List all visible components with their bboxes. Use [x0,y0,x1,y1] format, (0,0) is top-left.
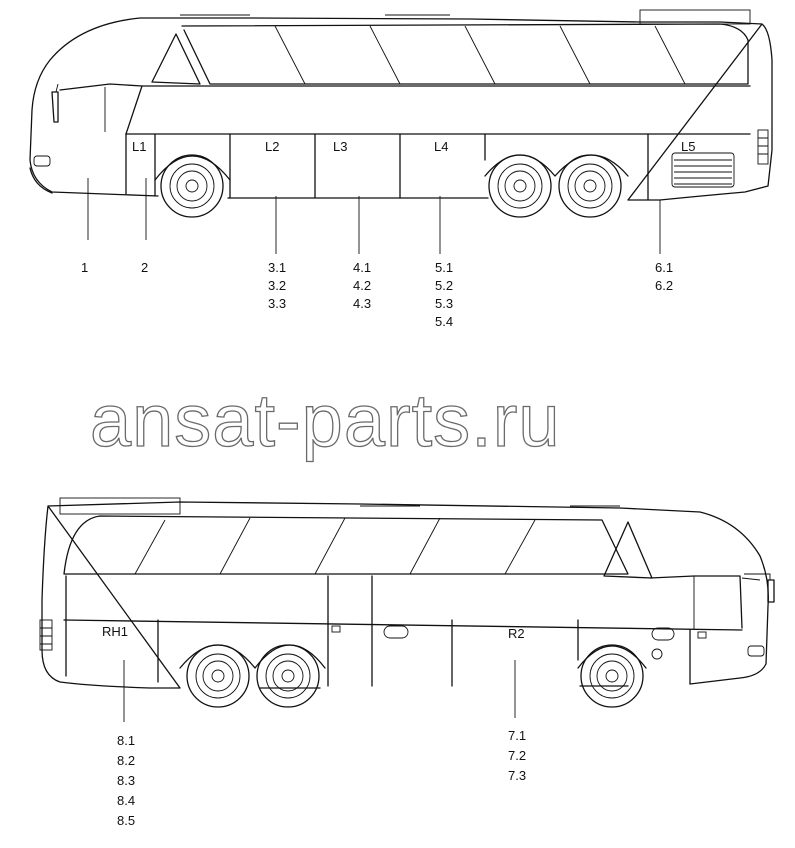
compartment-label-r2: R2 [508,626,525,641]
compartment-label-l1: L1 [132,139,146,154]
bus-left-side-view: L1 L2 L3 L4 L5 1 2 3.1 3.2 3.3 4.1 4.2 4… [29,9,773,329]
callout-7-2: 7.2 [508,748,526,763]
callout-4-3: 4.3 [353,296,371,311]
callout-3-1: 3.1 [268,260,286,275]
right-view-front-wheel [580,644,644,708]
compartment-label-l5: L5 [681,139,695,154]
compartment-label-l2: L2 [265,139,279,154]
callout-5-2: 5.2 [435,278,453,293]
compartment-label-l4: L4 [434,139,448,154]
compartment-label-rh1: RH1 [102,624,128,639]
callout-6-2: 6.2 [655,278,673,293]
right-view-rear-wheel-2 [256,644,320,708]
callout-3-3: 3.3 [268,296,286,311]
left-view-body-outline [29,17,773,201]
callout-5-4: 5.4 [435,314,453,329]
left-view-rear-wheel-1 [488,154,552,218]
callout-8-4: 8.4 [117,793,135,808]
left-view-front-wheel [160,154,224,218]
compartment-label-l3: L3 [333,139,347,154]
callout-8-5: 8.5 [117,813,135,828]
callout-1: 1 [81,260,88,275]
callout-6-1: 6.1 [655,260,673,275]
callout-7-1: 7.1 [508,728,526,743]
bus-right-side-view: RH1 R2 8.1 8.2 8.3 8.4 8.5 7.1 7.2 7.3 [39,497,775,828]
callout-7-3: 7.3 [508,768,526,783]
right-view-rear-wheel-1 [186,644,250,708]
right-view-body-outline [41,501,769,689]
callout-5-1: 5.1 [435,260,453,275]
callout-8-3: 8.3 [117,773,135,788]
callout-4-1: 4.1 [353,260,371,275]
callout-8-1: 8.1 [117,733,135,748]
callout-2: 2 [141,260,148,275]
watermark: ansat-parts.ru [90,379,561,462]
callout-8-2: 8.2 [117,753,135,768]
callout-3-2: 3.2 [268,278,286,293]
callout-4-2: 4.2 [353,278,371,293]
callout-5-3: 5.3 [435,296,453,311]
left-view-rear-wheel-2 [558,154,622,218]
